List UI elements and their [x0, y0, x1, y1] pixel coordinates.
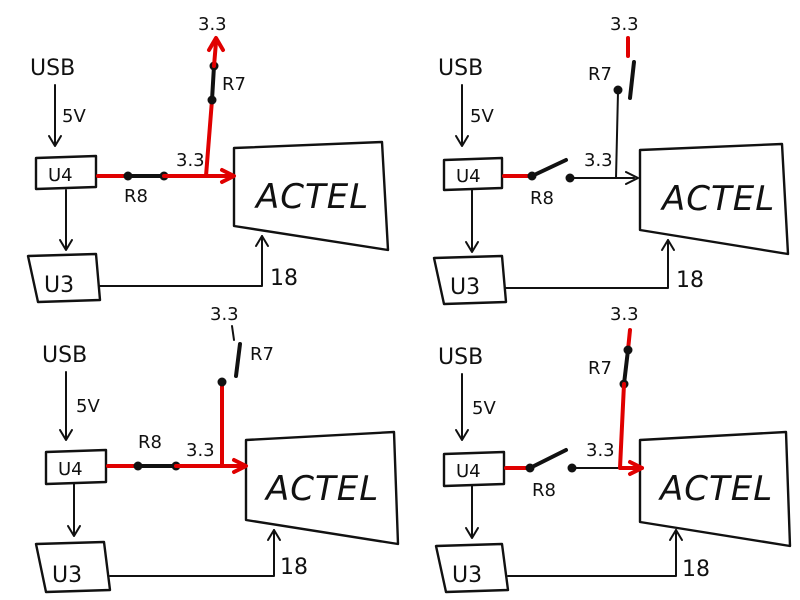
u4-label: U4 — [456, 166, 481, 187]
panel-bottom-right: USB 5V U4 U3 18 ACTEL R8 3.3 R7 3.3 — [434, 304, 792, 594]
u4-box — [34, 154, 98, 191]
5v-label: 5V — [62, 106, 86, 127]
actel-box — [232, 140, 390, 252]
usb-label: USB — [438, 345, 483, 370]
actel-label: ACTEL — [264, 469, 379, 509]
r8-label: R8 — [124, 186, 148, 207]
panel-bottom-left: USB 5V U4 U3 18 ACTEL R8 3.3 R7 3.3 — [34, 304, 400, 594]
18-label: 18 — [682, 557, 710, 582]
u3-label: U3 — [44, 273, 74, 298]
r8-label: R8 — [532, 480, 556, 501]
3v3-top-label: 3.3 — [198, 14, 227, 35]
r7-label: R7 — [250, 344, 274, 365]
u3-to-actel-wire — [99, 235, 263, 287]
3v3-top-label: 3.3 — [610, 304, 639, 325]
u3-label: U3 — [52, 563, 82, 588]
actel-label: ACTEL — [658, 469, 773, 509]
3v3-mid-label: 3.3 — [586, 440, 615, 461]
u4-box — [442, 156, 504, 192]
r7-switch-open — [234, 342, 242, 378]
18-label: 18 — [270, 266, 298, 291]
3v3-output-arrow — [207, 36, 225, 52]
18-label: 18 — [676, 268, 704, 293]
r8-label: R8 — [530, 188, 554, 209]
r7-label: R7 — [588, 358, 612, 379]
r7-label: R7 — [588, 64, 612, 85]
usb-label: USB — [42, 343, 87, 368]
actel-label: ACTEL — [254, 177, 369, 217]
u3-label: U3 — [452, 563, 482, 588]
18-label: 18 — [280, 555, 308, 580]
u4-label: U4 — [58, 459, 83, 480]
5v-label: 5V — [472, 398, 496, 419]
r8-switch-open — [530, 158, 568, 178]
actel-box — [244, 430, 400, 546]
u3-box — [434, 542, 510, 594]
r8-label: R8 — [138, 432, 162, 453]
r7-switch-closed — [622, 348, 630, 386]
r8-switch-open — [528, 448, 568, 470]
u4-label: U4 — [456, 461, 481, 482]
u3-box — [432, 254, 508, 306]
u4-box — [442, 450, 506, 488]
u4-box — [44, 448, 108, 486]
actel-box — [638, 142, 790, 256]
u3-box — [26, 252, 102, 304]
3v3-top-label: 3.3 — [610, 14, 639, 35]
r7-switch-open — [628, 60, 636, 100]
usb-label: USB — [438, 56, 483, 81]
3v3-mid-label: 3.3 — [176, 150, 205, 171]
node-to-r7-red-wire — [204, 98, 214, 178]
r7-to-3v3-red-wire — [212, 40, 218, 68]
u4-label: U4 — [48, 165, 73, 186]
r7-switch-closed — [210, 64, 216, 102]
u3-box — [34, 540, 112, 594]
5v-label: 5V — [76, 396, 100, 417]
3v3-mid-label: 3.3 — [186, 440, 215, 461]
usb-label: USB — [30, 56, 75, 81]
actel-label: ACTEL — [660, 179, 775, 219]
5v-label: 5V — [470, 106, 494, 127]
r7-label: R7 — [222, 74, 246, 95]
panel-top-right: USB 5V U4 U3 18 ACTEL R8 3.3 R7 3.3 — [432, 14, 790, 306]
panel-top-left: USB 5V U4 U3 18 ACTEL R8 3.3 R7 3.3 — [26, 14, 390, 304]
actel-box — [638, 430, 792, 548]
u3-label: U3 — [450, 275, 480, 300]
3v3-mid-label: 3.3 — [584, 150, 613, 171]
3v3-top-label: 3.3 — [210, 304, 239, 325]
